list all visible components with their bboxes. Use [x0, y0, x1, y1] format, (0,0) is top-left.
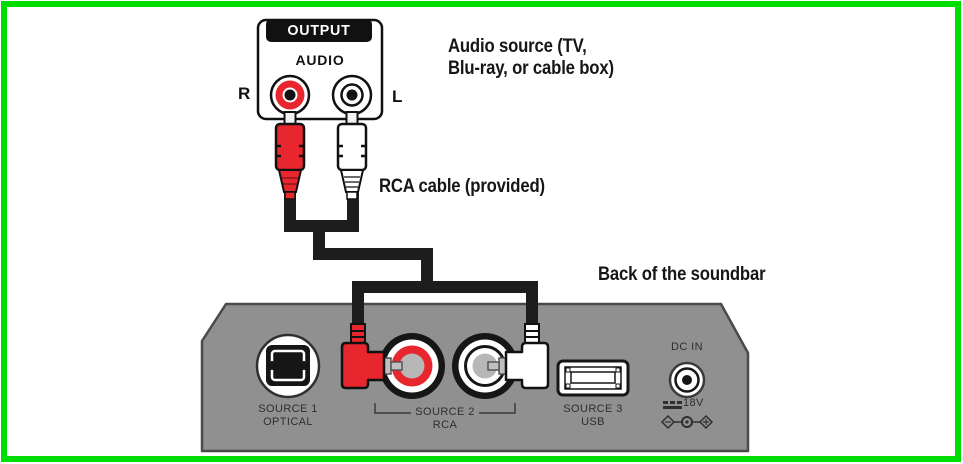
rca-input-white-icon	[452, 333, 518, 399]
dc-in-label: DC IN	[671, 341, 703, 353]
source-jack-white-icon	[331, 74, 373, 116]
output-box-subtitle: AUDIO	[295, 52, 345, 68]
source3-label: SOURCE 3 USB	[543, 403, 643, 429]
polarity-icon	[660, 414, 714, 430]
rca-plug-red-top-icon	[274, 122, 306, 200]
rca-plug-white-angled-icon	[487, 323, 550, 390]
source-jack-red-icon	[269, 74, 311, 116]
source2-label-line1: SOURCE 2	[395, 406, 495, 419]
usb-port-icon	[556, 359, 630, 397]
rca-cable-annotation: RCA cable (provided)	[379, 176, 545, 197]
rca-plug-red-angled-icon	[340, 323, 403, 390]
rca-input-red-icon	[379, 333, 445, 399]
source1-line1: SOURCE 1	[258, 403, 318, 415]
left-channel-label: L	[392, 87, 403, 106]
rca-cable	[284, 192, 538, 334]
dc-voltage-label: 18V	[683, 397, 704, 409]
back-of-soundbar-annotation: Back of the soundbar	[598, 264, 766, 285]
audio-source-line1: Audio source (TV,	[448, 36, 587, 57]
audio-source-line2: Blu-ray, or cable box)	[448, 58, 614, 79]
dc-in-jack-icon	[668, 361, 706, 399]
right-channel-label: R	[238, 84, 251, 103]
output-header-bar	[266, 19, 372, 42]
source2-label-line2: RCA	[432, 419, 458, 431]
optical-port-icon	[255, 333, 321, 399]
source3-line2: USB	[581, 416, 605, 428]
source1-line2: OPTICAL	[263, 416, 313, 428]
audio-source-annotation: Audio source (TV, Blu-ray, or cable box)	[448, 36, 614, 80]
source3-line1: SOURCE 3	[563, 403, 623, 415]
rca-plug-white-top-icon	[336, 122, 368, 200]
output-box-title: OUTPUT	[287, 22, 351, 39]
source1-label: SOURCE 1 OPTICAL	[238, 403, 338, 429]
dc-voltage-icon	[663, 401, 682, 409]
